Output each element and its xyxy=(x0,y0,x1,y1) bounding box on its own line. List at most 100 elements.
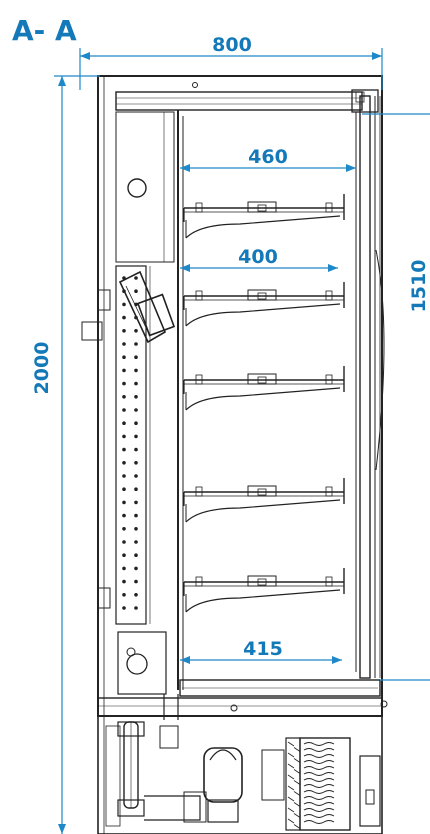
coil-hatch xyxy=(287,763,295,769)
condenser-fin xyxy=(303,796,335,800)
dim-label-height: 2000 xyxy=(31,342,53,395)
coil-hatch xyxy=(293,813,301,818)
coil-hatch xyxy=(287,752,295,758)
coil-hatch xyxy=(287,807,295,813)
coil-hatch xyxy=(293,824,301,829)
shelf xyxy=(183,478,345,523)
perforation-dot xyxy=(134,342,138,346)
perforation-dot xyxy=(122,368,126,373)
perforation-dot xyxy=(134,434,138,439)
condenser-fin xyxy=(303,766,335,770)
perforation-dot xyxy=(122,342,126,346)
perforation-dot xyxy=(134,355,138,360)
condenser-fin xyxy=(303,808,335,812)
perforation-dot xyxy=(134,276,138,280)
perforation-dot xyxy=(122,500,126,505)
condenser-fin xyxy=(303,754,335,758)
perforation-dot xyxy=(122,540,126,544)
condensing-unit xyxy=(97,715,383,834)
perforation-dot xyxy=(122,302,126,307)
shelf xyxy=(183,282,345,327)
condenser-fin xyxy=(303,748,335,752)
perforation-dot xyxy=(134,461,138,465)
perforation-dot xyxy=(122,553,126,557)
condenser-fin xyxy=(303,778,335,782)
perforation-dot xyxy=(134,579,138,584)
perforation-dot xyxy=(134,421,138,426)
condenser-fin xyxy=(303,790,335,794)
perforation-dot xyxy=(134,553,138,557)
perforation-dot xyxy=(134,381,138,386)
dimension-height-1510 xyxy=(362,113,430,681)
dimension-shelf-460 xyxy=(180,164,356,172)
dim-label-base-shelf: 415 xyxy=(243,638,283,660)
dim-label-shelf-top: 460 xyxy=(248,146,288,168)
perforation-dot xyxy=(134,315,138,320)
perforation-dot xyxy=(122,527,126,531)
shelf xyxy=(183,568,345,613)
section-label: A- A xyxy=(12,14,77,47)
perforation-dot xyxy=(134,368,138,373)
coil-hatch xyxy=(293,747,301,752)
perforation-dot xyxy=(134,540,138,544)
perforation-dot xyxy=(122,487,126,492)
perforation-dot xyxy=(134,474,138,478)
coil-hatch xyxy=(293,758,301,763)
shelf xyxy=(183,194,345,239)
coil-hatch xyxy=(293,780,301,785)
perforation-dot xyxy=(122,315,126,320)
perforation-dot xyxy=(122,381,126,386)
condenser-fin xyxy=(303,784,335,788)
coil-hatch xyxy=(293,791,301,796)
coil-hatch xyxy=(293,769,301,774)
perforation-dot xyxy=(134,593,138,597)
dimension-shelf-400 xyxy=(180,264,338,272)
perforation-dot xyxy=(122,276,126,280)
perforation-dot xyxy=(134,487,138,492)
condenser-fin xyxy=(303,760,335,764)
perforation-dot xyxy=(122,329,126,333)
perforation-dot xyxy=(134,408,138,412)
coil-hatch xyxy=(287,785,295,791)
dim-label-width: 800 xyxy=(212,34,252,56)
duct-perforations xyxy=(122,276,138,610)
dimension-height-2000 xyxy=(54,75,100,834)
perforation-dot xyxy=(134,566,138,571)
perforation-dot xyxy=(134,606,138,610)
perforation-dot xyxy=(122,474,126,478)
dimension-width-800 xyxy=(79,48,383,90)
coil-hatch xyxy=(287,818,295,824)
dim-label-shelf-second: 400 xyxy=(238,246,278,268)
condenser-fin xyxy=(303,772,335,776)
coil-hatch xyxy=(287,741,295,747)
perforation-dot xyxy=(122,447,126,452)
perforation-dot xyxy=(134,395,138,399)
perforation-dot xyxy=(134,527,138,531)
perforation-dot xyxy=(122,395,126,399)
perforation-dot xyxy=(134,329,138,333)
condenser-fin xyxy=(303,814,335,818)
dimension-base-415 xyxy=(180,656,342,664)
condenser-fins xyxy=(287,741,335,829)
dim-label-door-height: 1510 xyxy=(408,260,430,313)
perforation-dot xyxy=(134,289,138,294)
perforation-dot xyxy=(122,566,126,571)
perforation-dot xyxy=(134,513,138,518)
cabinet-body xyxy=(81,75,388,720)
coil-hatch xyxy=(287,774,295,780)
perforation-dot xyxy=(134,500,138,505)
perforation-dot xyxy=(134,302,138,307)
perforation-dot xyxy=(122,579,126,584)
shelves xyxy=(183,194,345,613)
perforation-dot xyxy=(122,408,126,412)
condenser-fin xyxy=(303,802,335,806)
perforation-dot xyxy=(122,355,126,360)
shelf xyxy=(183,366,345,411)
perforation-dot xyxy=(122,434,126,439)
coil-hatch xyxy=(287,796,295,802)
perforation-dot xyxy=(134,447,138,452)
perforation-dot xyxy=(122,606,126,610)
perforation-dot xyxy=(122,593,126,597)
perforation-dot xyxy=(122,513,126,518)
